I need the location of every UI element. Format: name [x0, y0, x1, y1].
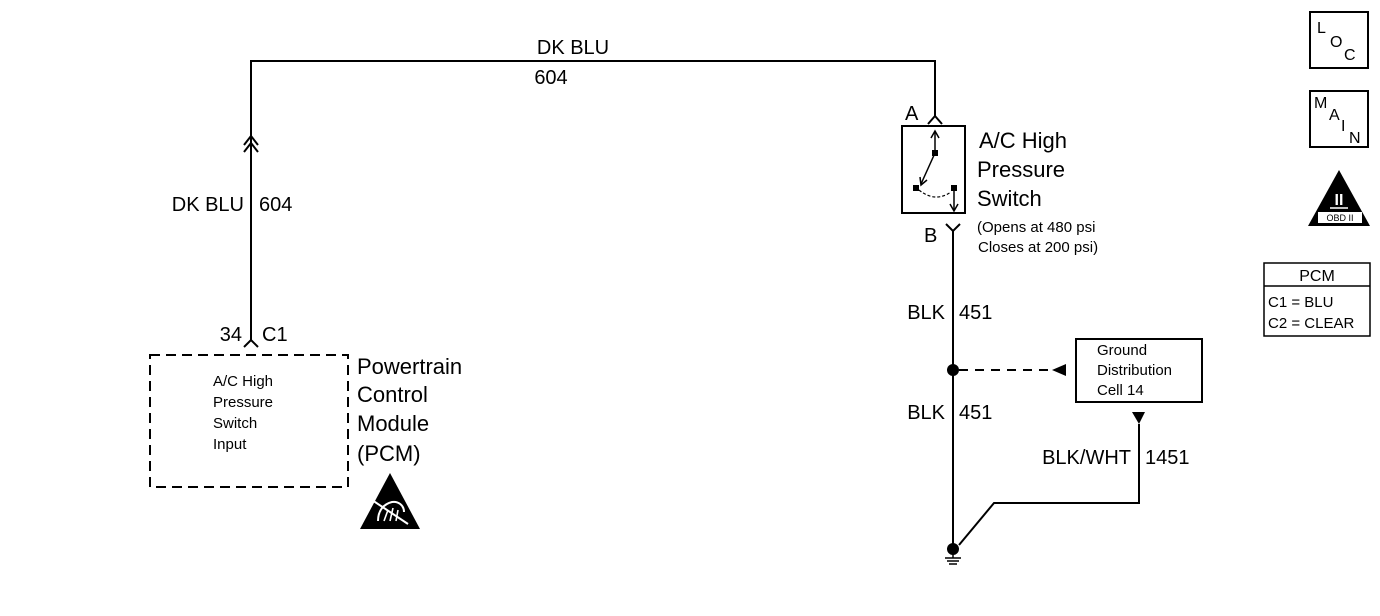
- left-wire-color: DK BLU: [172, 194, 244, 216]
- obd-ii-icon: II OBD II: [1308, 170, 1370, 226]
- switch-name-line-1: A/C High: [979, 128, 1067, 153]
- blk-wire-2-circuit: 451: [959, 402, 992, 424]
- pcm-input-line-2: Pressure: [213, 394, 273, 411]
- loc-letter-o: O: [1330, 34, 1342, 51]
- blk-wht-wire-color: BLK/WHT: [1042, 447, 1131, 469]
- loc-letter-c: C: [1344, 47, 1356, 64]
- switch-note-line-1: (Opens at 480 psi: [977, 219, 1095, 236]
- blk-wire-2-color: BLK: [907, 402, 945, 424]
- left-wire-circuit: 604: [259, 194, 292, 216]
- main-icon[interactable]: M A I N: [1309, 90, 1369, 148]
- inline-connector-icon: [243, 134, 259, 153]
- ground-symbol-icon: [945, 549, 961, 565]
- arrow-down-icon: [1132, 412, 1145, 424]
- switch-name-line-3: Switch: [977, 186, 1042, 211]
- pcm-label-line-2: Control: [357, 382, 428, 407]
- pcm-input-line-3: Switch: [213, 415, 257, 432]
- pcm-legend-row-2: C2 = CLEAR: [1268, 315, 1354, 332]
- switch-terminal-b: B: [924, 225, 937, 247]
- pcm-legend-title: PCM: [1299, 268, 1335, 285]
- top-wire-circuit: 604: [534, 67, 567, 89]
- blk-wht-wire-circuit: 1451: [1145, 447, 1190, 469]
- main-letter-i: I: [1341, 118, 1345, 135]
- pcm-label-line-3: Module: [357, 411, 429, 436]
- pcm-pin-chevron-icon: [243, 338, 259, 348]
- terminal-b-chevron-icon: [945, 223, 961, 233]
- obd-numeral: II: [1335, 192, 1344, 209]
- esd-warning-icon: [360, 473, 420, 529]
- pcm-label-line-1: Powertrain: [357, 354, 462, 379]
- main-letter-m: M: [1314, 95, 1327, 112]
- loc-icon[interactable]: L O C: [1309, 11, 1369, 69]
- pcm-connector-id: C1: [262, 324, 288, 346]
- pcm-box: [149, 354, 349, 488]
- ground-box-line-3: Cell 14: [1097, 382, 1144, 399]
- splice-icon: [947, 364, 959, 376]
- ground-box-line-2: Distribution: [1097, 362, 1172, 379]
- pcm-legend-row-1: C1 = BLU: [1268, 294, 1333, 311]
- blk-wire-1-circuit: 451: [959, 302, 992, 324]
- terminal-a-chevron-icon: [927, 114, 943, 125]
- pcm-label-line-4: (PCM): [357, 441, 421, 466]
- main-letter-n: N: [1349, 130, 1361, 147]
- arrow-left-icon: [1052, 364, 1066, 376]
- ground-box-line-1: Ground: [1097, 342, 1147, 359]
- blk-wht-wire: [958, 424, 1140, 546]
- pcm-input-line-4: Input: [213, 436, 247, 453]
- switch-terminal-a: A: [905, 103, 919, 125]
- top-wire-color: DK BLU: [537, 37, 609, 59]
- dk-blu-wire: [250, 60, 936, 340]
- switch-symbol-icon: [913, 129, 959, 213]
- main-letter-a: A: [1329, 107, 1340, 124]
- pcm-input-line-1: A/C High: [213, 373, 273, 390]
- pcm-legend: [1263, 262, 1371, 337]
- switch-box: [901, 125, 966, 214]
- switch-note-line-2: Closes at 200 psi): [978, 239, 1098, 256]
- ground-distribution-box: [1075, 338, 1203, 403]
- obd-label: OBD II: [1326, 213, 1353, 223]
- loc-letter-l: L: [1317, 20, 1326, 37]
- blk-wire-1-color: BLK: [907, 302, 945, 324]
- pcm-pin-number: 34: [220, 324, 242, 346]
- switch-name-line-2: Pressure: [977, 157, 1065, 182]
